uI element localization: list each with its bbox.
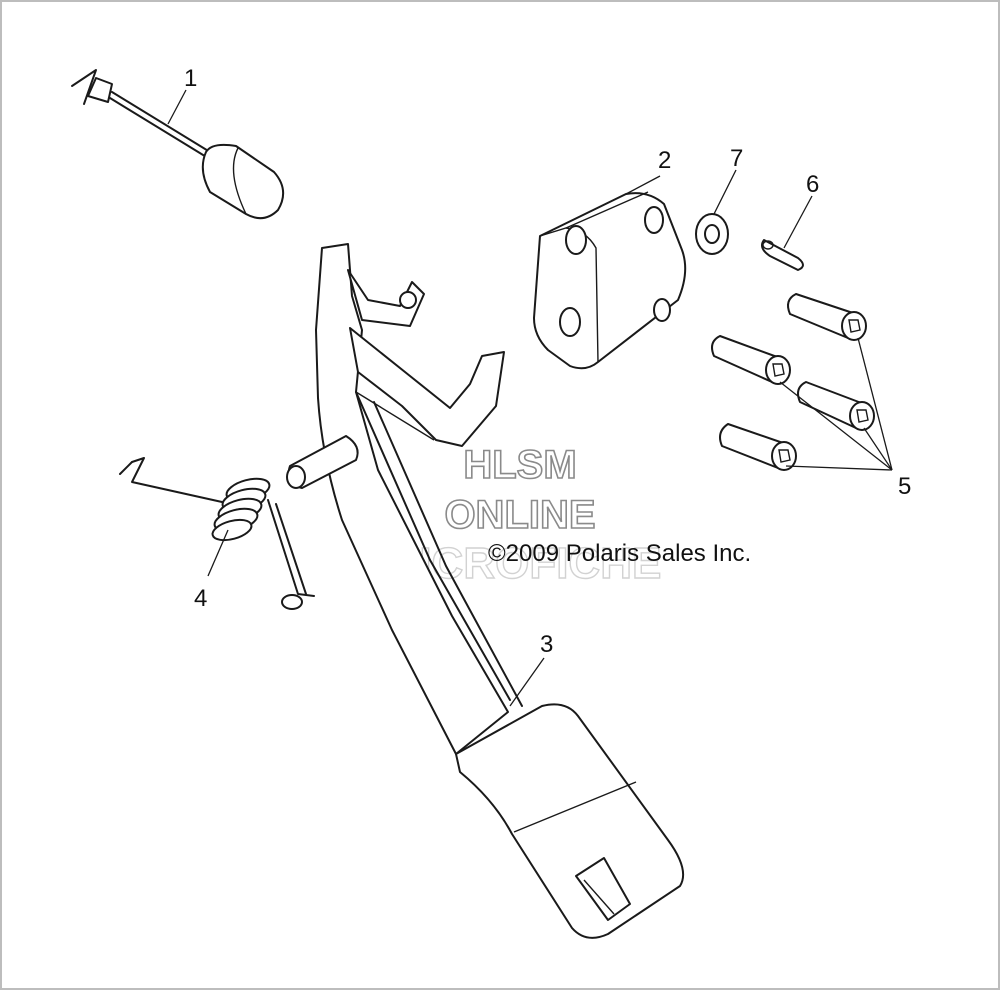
callouts: 1 2 3 4 5 6 7 [184,65,911,658]
screw-3 [797,381,875,431]
part-5-screws [711,293,875,471]
part-2-switch-housing [533,191,687,370]
leader-lines [167,89,893,707]
watermark-hlsm: HLSM [463,443,576,487]
callout-7: 7 [730,145,743,172]
part-1-sensor [71,69,285,220]
callout-4: 4 [194,585,207,612]
part-7-washer [695,213,729,255]
callout-3: 3 [540,631,553,658]
callout-6: 6 [806,171,819,198]
callout-5: 5 [898,473,911,500]
part-3-pedal [315,243,684,939]
callout-2: 2 [658,147,671,174]
part-4-spring [119,457,315,610]
part-6-clip [761,239,804,271]
watermark-front: HLSM ONLINE [444,442,597,538]
screw-2 [711,335,791,385]
callout-1: 1 [184,65,197,92]
screw-4 [719,423,797,471]
copyright-text: ©2009 Polaris Sales Inc. [488,540,751,567]
watermark-online: ONLINE [444,493,595,537]
screw-1 [787,293,867,341]
pivot-pin [286,435,359,489]
